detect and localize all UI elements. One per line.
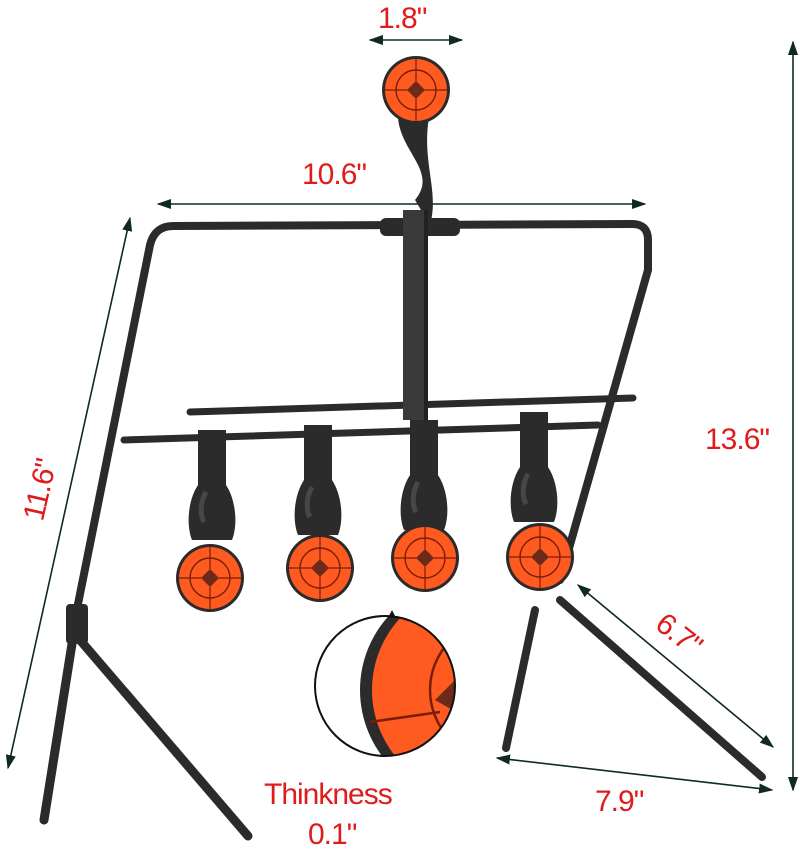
dimension-side-length <box>5 216 133 770</box>
dimension-leg-spread <box>495 754 774 794</box>
label-top-target-width: 1.8" <box>378 2 427 35</box>
paddle-target-2 <box>285 425 355 603</box>
top-target <box>381 55 451 125</box>
stand-frame <box>39 219 766 841</box>
label-total-height: 13.6" <box>705 423 770 456</box>
paddle-target-4 <box>505 412 575 592</box>
label-thickness-title: Thinkness <box>264 778 393 811</box>
paddle-target-1 <box>175 430 245 613</box>
label-frame-width: 10.6" <box>302 158 367 191</box>
bottom-targets <box>175 412 575 613</box>
dimension-leg-length <box>576 584 775 748</box>
label-leg-spread: 7.9" <box>595 785 644 818</box>
thickness-magnifier <box>314 610 456 757</box>
label-thickness-value: 0.1" <box>308 818 357 851</box>
center-spinner-post <box>397 110 433 420</box>
paddle-target-3 <box>390 420 460 593</box>
